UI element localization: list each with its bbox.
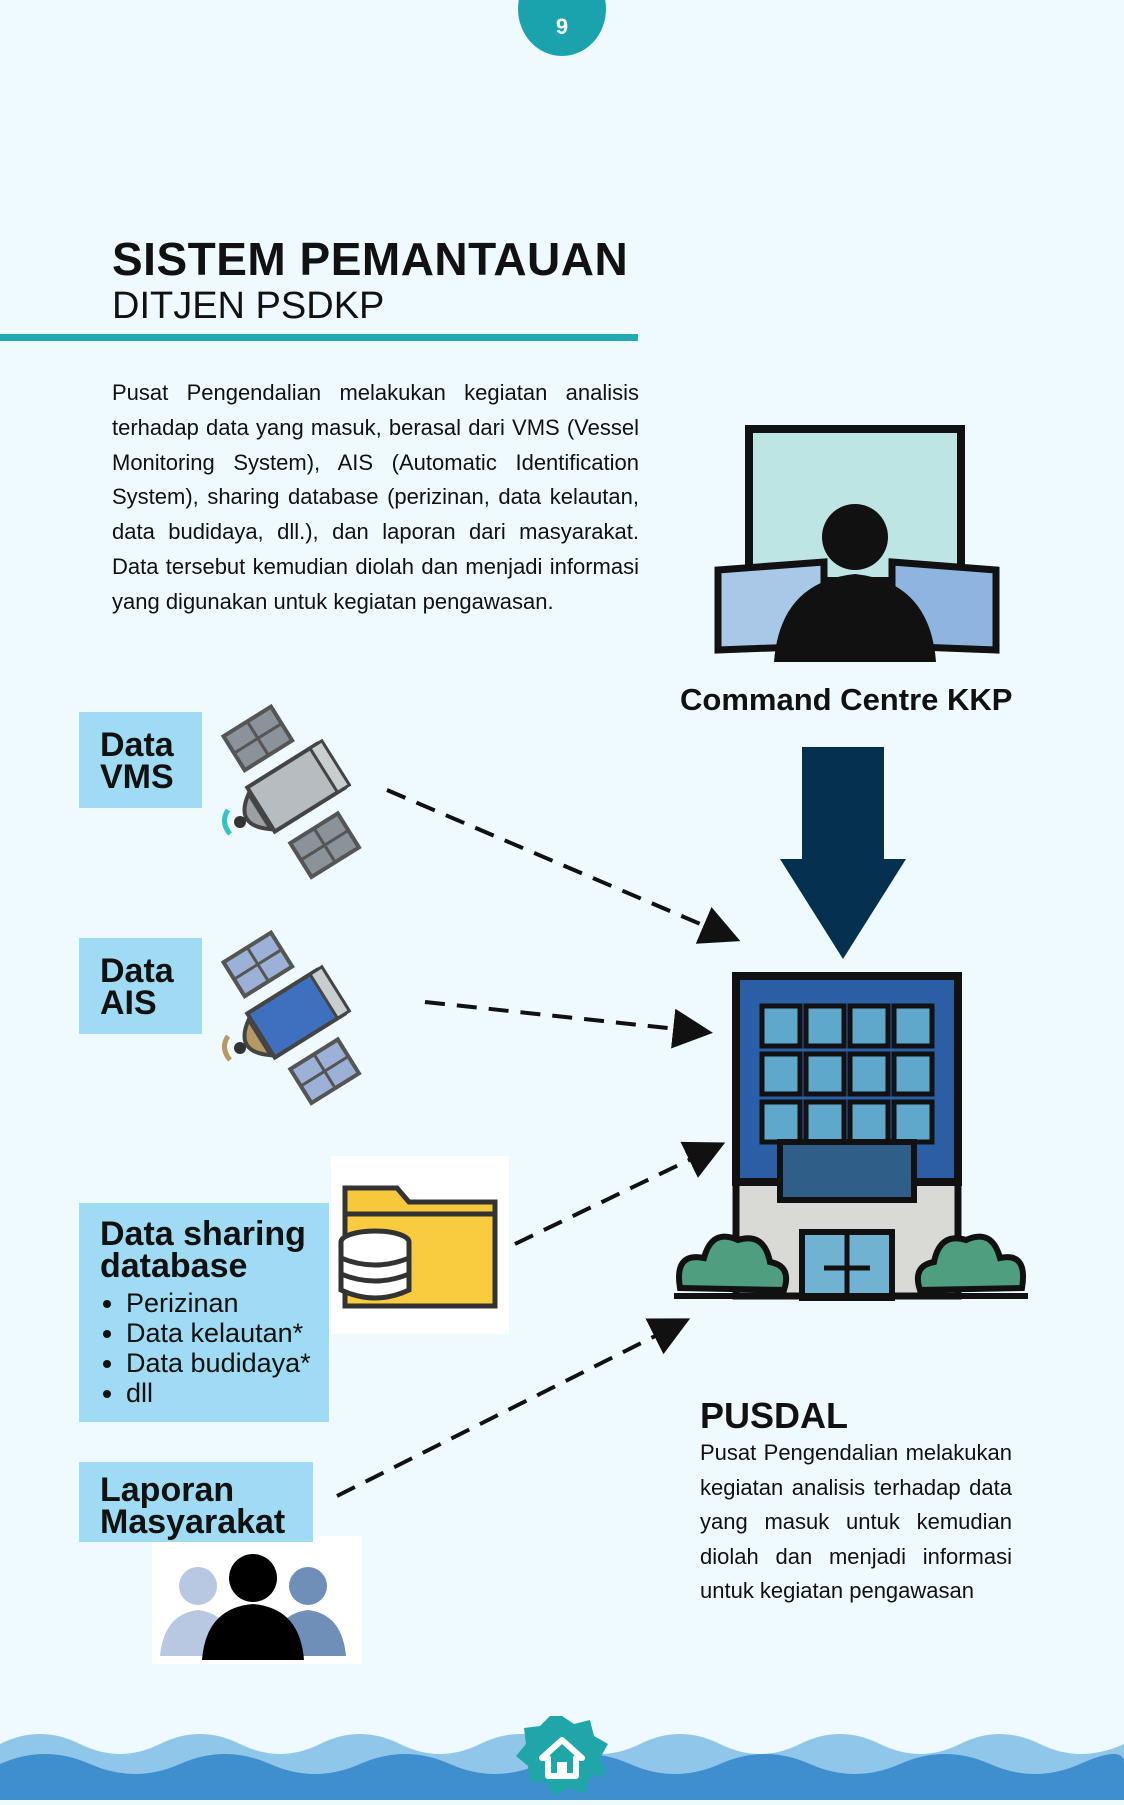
satellite-ais-icon xyxy=(220,929,362,1106)
home-icon xyxy=(516,1716,608,1796)
pusdal-title: PUSDAL xyxy=(700,1395,849,1436)
sharing-list: Perizinan Data kelautan* Data budidaya* … xyxy=(100,1288,329,1408)
down-arrow xyxy=(780,747,906,959)
arrow-laporan xyxy=(336,1318,691,1498)
sharing-label-line1: Data sharing xyxy=(100,1215,306,1253)
intro-paragraph: Pusat Pengendalian melakukan kegiatan an… xyxy=(112,380,639,614)
data-sharing-box: Data sharing database Perizinan Data kel… xyxy=(79,1203,329,1422)
data-vms-box: Data VMS xyxy=(79,712,202,808)
title-underline xyxy=(0,334,638,341)
pusdal-building-icon xyxy=(674,972,1028,1301)
satellite-vms-icon xyxy=(220,703,362,880)
sharing-list-item: Data kelautan* xyxy=(126,1318,329,1348)
vms-label-line2: VMS xyxy=(100,758,174,796)
people-card xyxy=(152,1536,362,1664)
people-group-icon xyxy=(160,1554,346,1660)
home-button[interactable] xyxy=(512,1712,612,1800)
ais-label-line1: Data xyxy=(100,952,174,990)
arrow-vms xyxy=(386,788,741,944)
page-number: 9 xyxy=(555,14,569,39)
laporan-box: Laporan Masyarakat xyxy=(79,1462,313,1542)
page-subtitle: DITJEN PSDKP xyxy=(112,285,385,327)
command-centre-label: Command Centre KKP xyxy=(680,682,1013,717)
command-centre-icon xyxy=(714,425,1000,662)
vms-label-line1: Data xyxy=(100,726,174,764)
page-title: SISTEM PEMANTAUAN xyxy=(112,233,629,285)
pusdal-description: Pusat Pengendalian melakukan kegiatan an… xyxy=(700,1440,1012,1603)
laporan-label-line2: Masyarakat xyxy=(100,1503,286,1541)
database-card xyxy=(331,1156,509,1334)
data-ais-box: Data AIS xyxy=(79,938,202,1034)
sharing-list-item: Perizinan xyxy=(126,1288,329,1318)
laporan-label-line1: Laporan xyxy=(100,1471,235,1509)
sharing-label-line2: database xyxy=(100,1247,248,1285)
sharing-list-item: Data budidaya* xyxy=(126,1348,329,1378)
arrow-ais xyxy=(424,1000,713,1049)
ais-label-line2: AIS xyxy=(100,984,157,1022)
sharing-list-item: dll xyxy=(126,1378,329,1408)
arrow-sharing xyxy=(514,1141,726,1246)
database-folder-icon xyxy=(338,1185,498,1309)
